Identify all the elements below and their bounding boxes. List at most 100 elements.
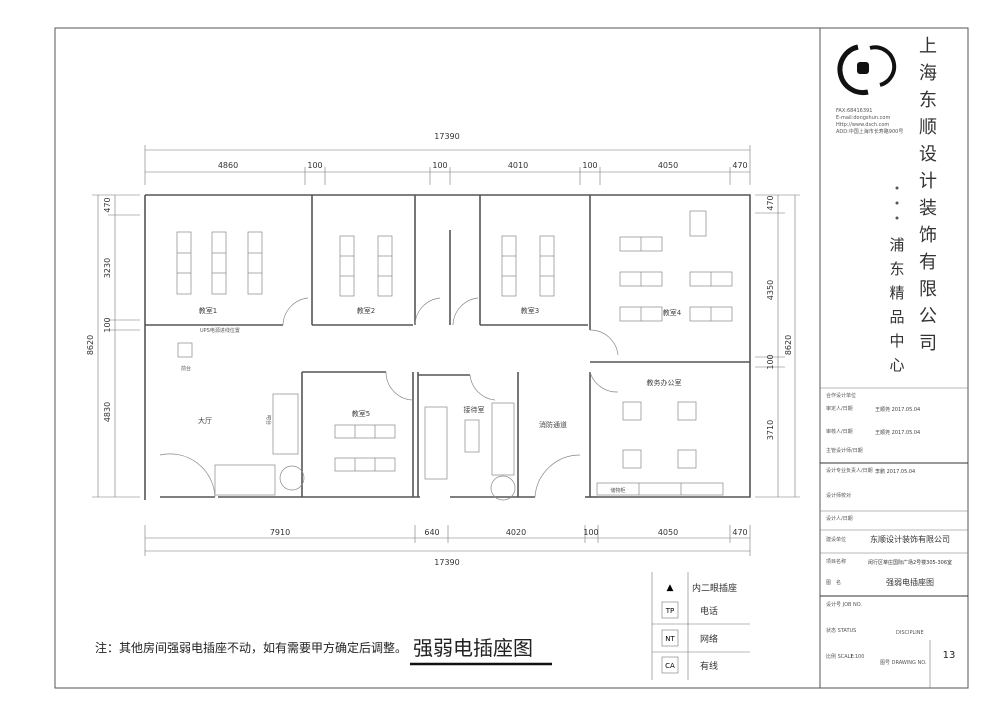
- dim-left-overall: 8620: [86, 335, 95, 355]
- room-label-3: 教室3: [521, 306, 539, 315]
- room-label-5: 教室5: [352, 409, 370, 418]
- socket-icon: ▲: [667, 583, 674, 593]
- dim-right-seg: 3710: [766, 420, 775, 440]
- title-block-row-value: 王顺尧 2017.05.04: [875, 429, 920, 436]
- branch-name-char: 心: [889, 356, 904, 374]
- drawing-frame: [54, 27, 969, 689]
- right-dimensions: 470 4350 100 3710 8620: [755, 194, 800, 498]
- room-label-4: 教室4: [663, 308, 682, 317]
- room-label-office: 教务办公室: [647, 378, 682, 387]
- title-block-row-value: 强弱电插座图: [886, 577, 934, 587]
- network-outlet-icon: NT: [665, 635, 675, 643]
- title-block-row-label: 审定人/日期: [826, 405, 853, 412]
- room-label-1: 教室1: [199, 306, 217, 315]
- title-block-row-label: 审核人/日期: [826, 428, 853, 435]
- dim-right-seg: 100: [766, 354, 775, 369]
- cabinet-label: 储物柜: [610, 487, 625, 494]
- left-dimensions: 470 3230 100 4830 8620: [86, 194, 140, 498]
- room-label-fire-passage: 消防通道: [539, 420, 567, 429]
- title-block-row-label: 建设单位: [826, 536, 846, 543]
- company-name-char: 海: [919, 63, 937, 84]
- scale-label: 比例 SCALE: [826, 653, 854, 660]
- dim-left-seg: 4830: [103, 402, 112, 422]
- branch-name-char: 中: [889, 332, 904, 350]
- phone-outlet-icon: TP: [665, 607, 675, 615]
- dim-left-seg: 470: [103, 197, 112, 212]
- branch-name-char: 品: [889, 308, 904, 326]
- dim-bottom-seg: 100: [583, 528, 598, 537]
- drawing-no-label: 图号 DRAWING NO.: [880, 660, 927, 666]
- branch-name-char: 浦: [889, 236, 904, 254]
- discipline-label: DISCIPLINE: [896, 630, 924, 636]
- title-block-row-label: 设计专业负责人/日期: [826, 467, 873, 474]
- title-block-row-label: 主管设计师/日期: [826, 447, 863, 454]
- company-name-char: 设: [919, 144, 937, 165]
- title-block-row-label: 合作设计单位: [826, 392, 856, 399]
- dim-bottom-overall: 17390: [434, 558, 459, 567]
- drawing-note: 注：其他房间强弱电插座不动，如有需要甲方确定后调整。: [95, 640, 407, 655]
- dim-bottom-seg: 640: [424, 528, 439, 537]
- legend-label: 网络: [700, 633, 718, 645]
- company-name-char: 东: [919, 90, 937, 111]
- company-name-char: 有: [919, 252, 937, 273]
- title-block-row-label: 图 名: [826, 579, 841, 586]
- cable-tv-outlet-icon: CA: [665, 662, 675, 670]
- legend-label: 电话: [700, 605, 718, 617]
- dim-right-seg: 470: [766, 195, 775, 210]
- dim-bottom-seg: 470: [732, 528, 747, 537]
- doors: [159, 297, 619, 498]
- drawing-title: 强弱电插座图: [413, 636, 533, 660]
- dim-left-seg: 3230: [103, 258, 112, 278]
- title-block-row-label: 项目名称: [826, 558, 846, 565]
- dim-right-overall: 8620: [784, 335, 793, 355]
- company-name-char: 公: [919, 306, 937, 327]
- contact-web: Http://www.dsch.com: [836, 122, 889, 128]
- company-name-char: 限: [919, 279, 937, 300]
- top-dimensions: 17390 4860 100 100 4010 100 4050 470: [144, 132, 751, 185]
- title-block-row-label: 设计人/日期: [826, 515, 853, 522]
- title-block-row-label: 设计师校对: [826, 492, 851, 499]
- title-block-row-value: 李鹏 2017.05.04: [875, 468, 915, 475]
- dim-top-seg: 100: [582, 161, 597, 170]
- dim-top-seg: 4860: [218, 161, 238, 170]
- bottom-dimensions: 7910 640 4020 100 4050 470 17390: [144, 525, 751, 567]
- dim-left-seg: 100: [103, 317, 112, 332]
- title-block-row-value: 东顺设计装饰有限公司: [870, 534, 950, 544]
- company-name-char: 顺: [919, 117, 937, 138]
- title-block-row-value: 闵行区莘庄国际广场2号楼305-306室: [868, 559, 952, 566]
- branch-name-char: 精: [889, 284, 904, 302]
- company-name-char: 计: [919, 171, 937, 192]
- legend-label: 内二眼插座: [692, 582, 737, 594]
- bar-label: 吧台: [265, 415, 272, 425]
- dim-top-seg: 470: [732, 161, 747, 170]
- room-label-reception: 接待室: [464, 405, 485, 414]
- contact-fax: FAX:68416391: [836, 108, 872, 114]
- desks: [176, 210, 733, 501]
- company-logo: [837, 44, 897, 96]
- sheet-number: 13: [943, 650, 956, 661]
- room-label-2: 教室2: [357, 306, 375, 315]
- ups-note: UPS电源进线位置: [200, 327, 240, 334]
- dim-top-seg: 4050: [658, 161, 678, 170]
- legend: ▲ 内二眼插座 TP 电话 NT 网络 CA 有线: [651, 572, 750, 680]
- company-name-char: 司: [919, 333, 937, 354]
- walls: [144, 194, 751, 500]
- dim-bottom-seg: 4020: [506, 528, 526, 537]
- branch-name-char: 东: [889, 260, 904, 278]
- counter-label: 前台: [181, 365, 191, 372]
- dim-top-seg: 100: [432, 161, 447, 170]
- dim-top-overall: 17390: [434, 132, 459, 141]
- contact-email: E-mail:dongshun.com: [836, 115, 890, 121]
- status-label: 状态 STATUS: [826, 627, 856, 634]
- dim-bottom-seg: 4050: [658, 528, 678, 537]
- title-block: FAX:68416391 E-mail:dongshun.com Http://…: [820, 36, 968, 688]
- company-name-char: 上: [919, 36, 937, 57]
- company-name-char: 装: [919, 198, 937, 219]
- title-block-row-value: 王顺尧 2017.05.04: [875, 406, 920, 413]
- scale-value: 1:100: [850, 654, 864, 660]
- legend-label: 有线: [700, 660, 718, 672]
- dim-top-seg: 100: [307, 161, 322, 170]
- dim-top-seg: 4010: [508, 161, 528, 170]
- room-labels: 教室1 教室2 教室3 教室4 教室5 大厅 接待室 消防通道 教务办公室 前台…: [181, 306, 682, 494]
